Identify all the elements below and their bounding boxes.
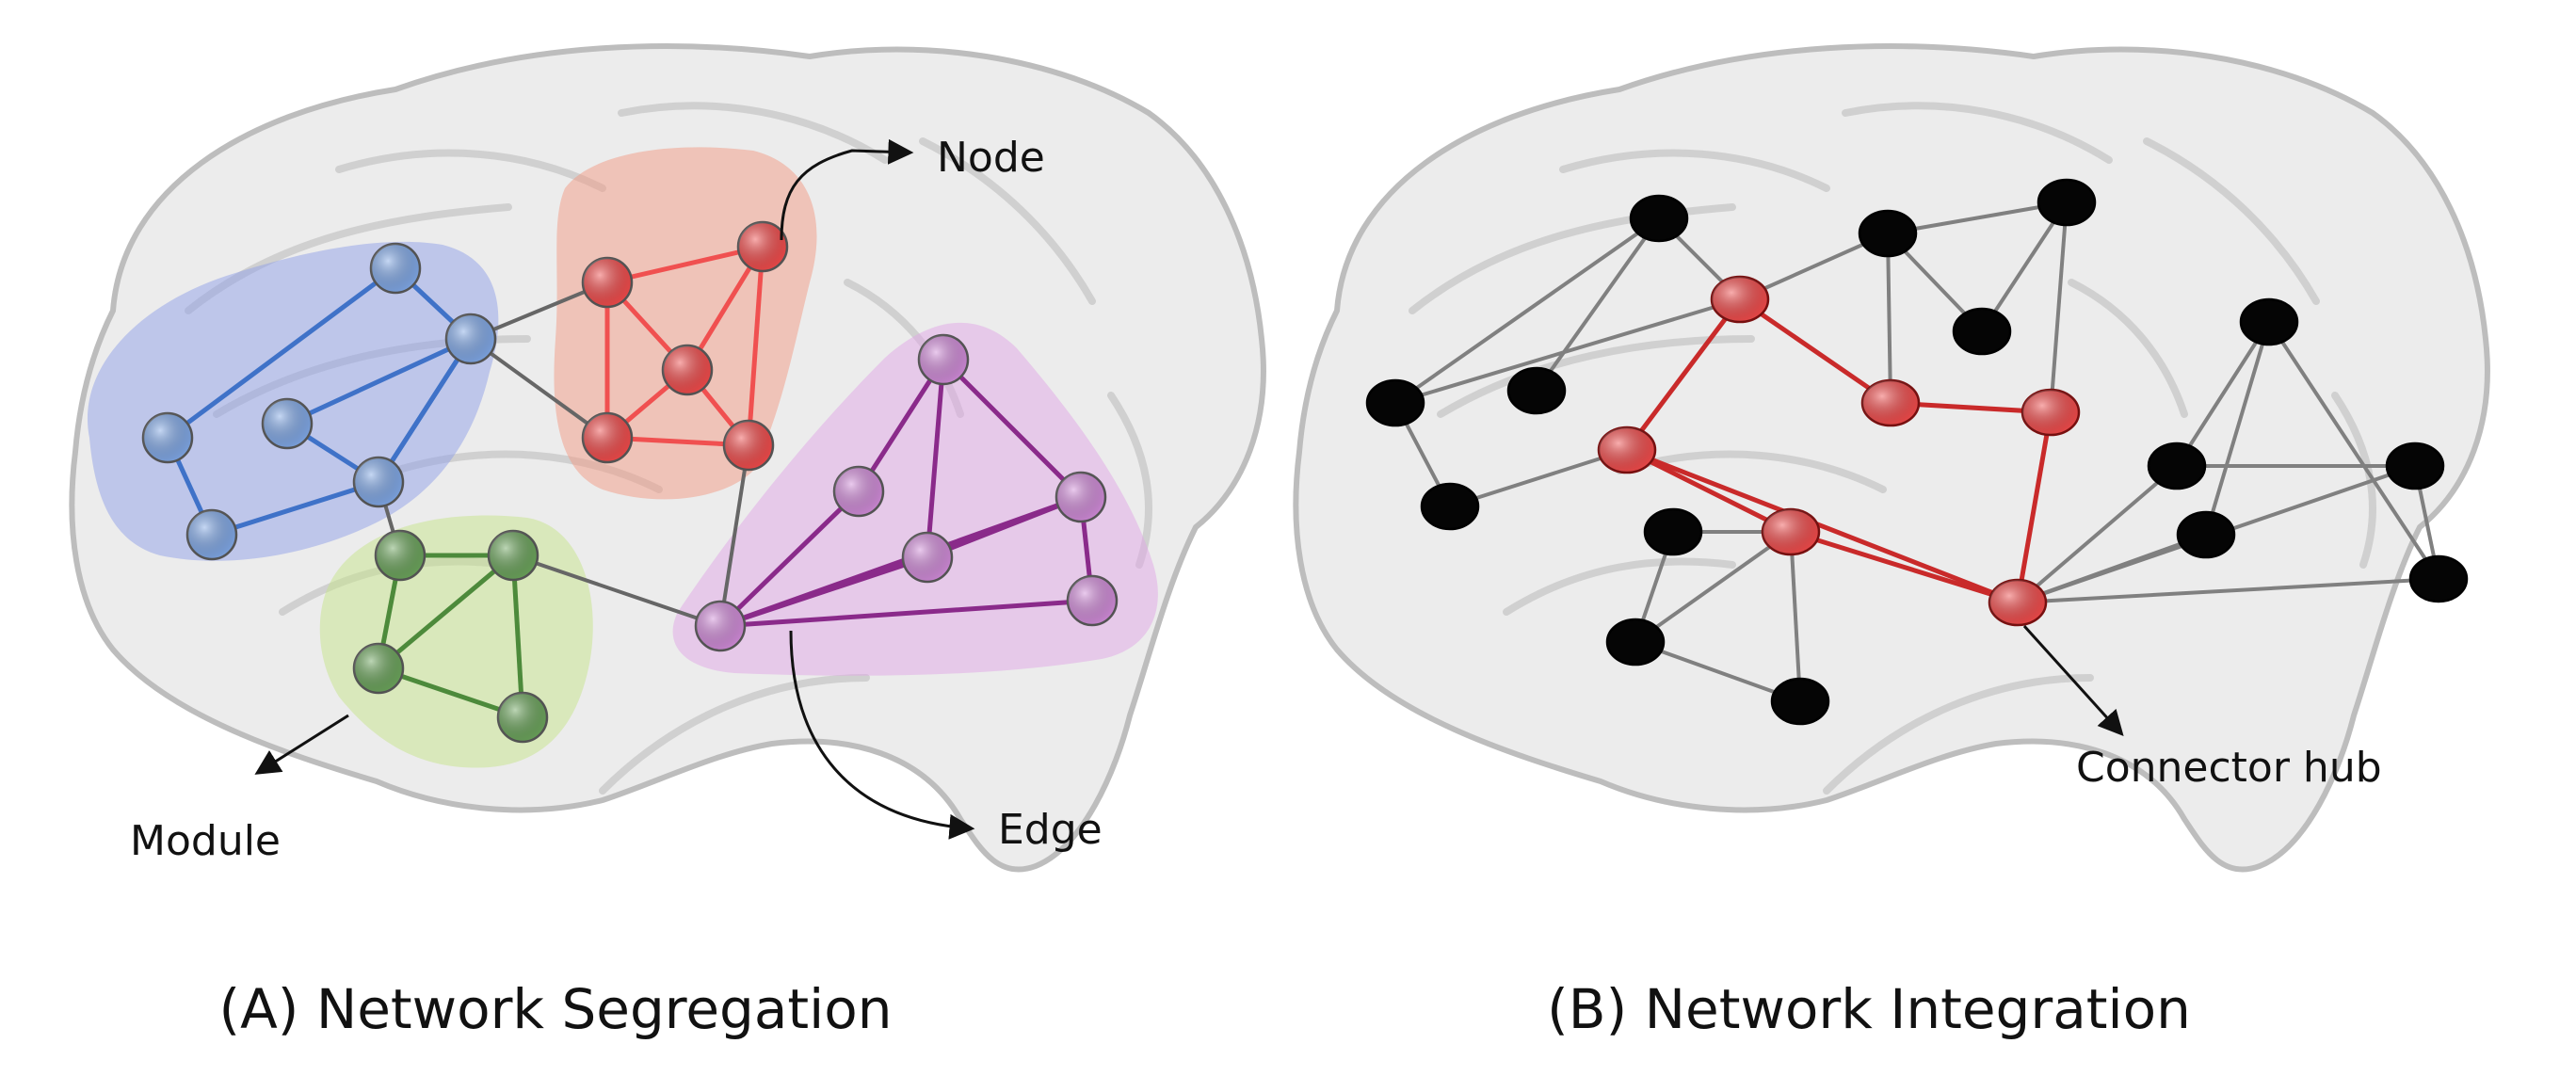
- node-shade: [354, 458, 403, 506]
- module-purple: [672, 322, 1158, 676]
- edge-regular: [2204, 321, 2271, 536]
- edge-regular: [2175, 320, 2271, 468]
- edge-red: [746, 246, 765, 446]
- node-shade: [696, 602, 745, 650]
- edge-regular: [1535, 217, 1661, 393]
- node-shade: [834, 467, 883, 516]
- node-shade: [1763, 509, 1819, 554]
- node-regular: [1629, 194, 1689, 243]
- node-regular: [1643, 507, 1703, 556]
- edge-hub: [1625, 297, 1742, 452]
- node-regular: [2408, 554, 2469, 603]
- nodes-integration: [1365, 178, 2469, 726]
- edge-purple: [856, 358, 946, 493]
- edge-regular: [1393, 217, 1661, 405]
- node-shade: [1862, 380, 1919, 426]
- node-regular: [1506, 366, 1567, 415]
- edge-intermodule: [718, 444, 750, 627]
- edge-blue: [285, 336, 473, 426]
- node-regular: [1365, 378, 1425, 427]
- edge-regular: [1394, 297, 1741, 405]
- edge-hub: [1625, 447, 1793, 535]
- edge-purple: [942, 358, 1083, 499]
- node-shade: [738, 222, 787, 271]
- edge-green: [377, 554, 515, 670]
- node-shade: [187, 510, 236, 559]
- node-shade: [903, 533, 952, 582]
- annotation-connector-hub: Connector hub: [2022, 624, 2382, 792]
- caption-segregation: (A) Network Segregation: [218, 977, 892, 1041]
- node-shade: [663, 345, 712, 394]
- edge-blue: [211, 479, 379, 538]
- module-label: Module: [130, 817, 281, 865]
- edge-blue: [166, 265, 397, 441]
- edge-intermodule: [469, 337, 609, 440]
- node-regular: [1420, 482, 1480, 531]
- edge-purple: [718, 490, 861, 628]
- node-shade: [583, 413, 632, 462]
- edge-intermodule: [512, 554, 721, 628]
- node-shade: [1989, 580, 2046, 625]
- annotation-module: Module: [130, 714, 349, 865]
- edge-hub: [2015, 411, 2053, 603]
- node-shade: [263, 399, 312, 448]
- node-shade: [371, 244, 420, 293]
- edge-purple: [925, 359, 946, 558]
- node-regular: [1770, 677, 1830, 726]
- edge-regular: [2049, 201, 2069, 413]
- edge-blue: [376, 337, 474, 484]
- connector-hub-label: Connector hub: [2076, 744, 2382, 792]
- edge-regular: [2017, 577, 2439, 604]
- nodes-segregation: [141, 220, 1119, 744]
- edge-regular: [1449, 448, 1628, 508]
- edge-regular: [1887, 201, 2068, 235]
- node-shade: [919, 335, 968, 384]
- edge-hub: [1626, 447, 2019, 605]
- node-shade: [583, 258, 632, 307]
- edge-label: Edge: [998, 806, 1103, 854]
- edge-purple: [719, 494, 1082, 629]
- panel-network-segregation: Node Module Edge (A) Network Segregation: [69, 43, 1266, 1041]
- node-regular: [1952, 307, 2012, 356]
- node-shade: [446, 314, 495, 363]
- node-shade: [2022, 390, 2079, 435]
- edge-regular: [1980, 201, 2069, 333]
- node-shade: [1599, 427, 1655, 473]
- edge-regular: [1634, 530, 1793, 644]
- edge-green: [510, 554, 525, 718]
- node-shade: [143, 413, 192, 462]
- node-shade: [376, 531, 425, 580]
- node-regular: [2239, 297, 2299, 346]
- node-regular: [1605, 618, 1666, 666]
- caption-integration: (B) Network Integration: [1547, 977, 2191, 1041]
- edge-regular: [2016, 464, 2179, 604]
- edge-hub: [1738, 297, 1892, 406]
- node-shade: [354, 644, 403, 693]
- edge-regular: [1634, 640, 1801, 703]
- annotation-edge: Edge: [789, 630, 1103, 854]
- edge-regular: [1789, 531, 1802, 702]
- node-regular: [2147, 442, 2207, 490]
- edge-purple: [719, 598, 1093, 629]
- edge-hub: [1790, 529, 2019, 605]
- node-shade: [1712, 277, 1768, 322]
- edge-regular: [1886, 233, 1892, 404]
- node-shade: [1056, 473, 1105, 522]
- edge-red: [606, 244, 764, 285]
- node-regular: [2037, 178, 2097, 227]
- panel-network-integration: Connector hub (B) Network Integration: [1293, 43, 2490, 1041]
- node-shade: [489, 531, 538, 580]
- node-shade: [1068, 576, 1117, 625]
- node-regular: [2176, 510, 2236, 559]
- node-regular: [2385, 442, 2445, 490]
- node-shade: [724, 421, 773, 470]
- node-regular: [1858, 209, 1918, 258]
- node-label: Node: [937, 134, 1045, 182]
- edge-regular: [2267, 320, 2440, 581]
- annotation-node: Node: [780, 134, 1045, 241]
- node-shade: [498, 693, 547, 742]
